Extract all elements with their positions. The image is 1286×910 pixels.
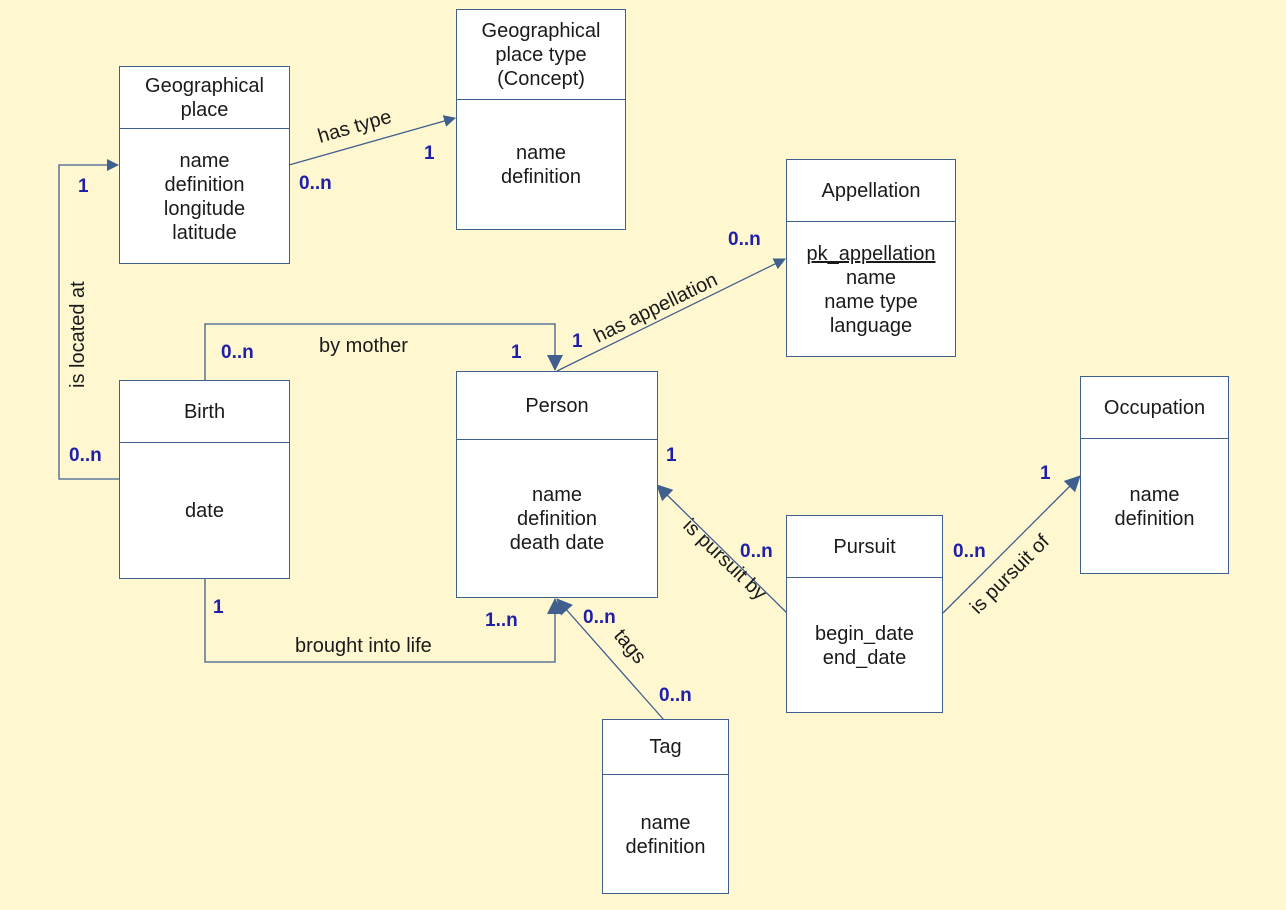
entity-attributes: name definition xyxy=(603,775,728,893)
tags-label: tags xyxy=(609,625,650,668)
entity-header: Birth xyxy=(120,381,289,443)
entity-pursuit[interactable]: Pursuit begin_date end_date xyxy=(786,515,943,713)
entity-title: Birth xyxy=(183,400,226,423)
entity-title: Occupation xyxy=(1103,396,1206,419)
attribute: definition xyxy=(516,508,598,530)
attribute: definition xyxy=(1114,508,1195,530)
is-pursuit-of-from-card: 0..n xyxy=(953,541,986,562)
attribute: definition xyxy=(164,174,245,196)
tags-to-card: 0..n xyxy=(583,607,616,628)
attribute: end_date xyxy=(822,647,907,669)
attribute: longitude xyxy=(163,198,246,220)
brought-into-life-to-card: 1..n xyxy=(485,610,518,631)
entity-header: Appellation xyxy=(787,160,955,222)
attribute: date xyxy=(185,499,224,522)
has-type-label: has type xyxy=(315,106,394,148)
entity-header: Tag xyxy=(603,720,728,775)
brought-into-life-label: brought into life xyxy=(295,635,432,657)
entity-tag[interactable]: Tag name definition xyxy=(602,719,729,894)
entity-attributes: name definition xyxy=(1081,439,1228,573)
is-pursuit-of-connector xyxy=(942,475,1081,614)
attribute: name xyxy=(179,150,230,172)
has-appellation-to-card: 0..n xyxy=(728,229,761,250)
tags-from-card: 0..n xyxy=(659,685,692,706)
is-pursuit-of-to-card: 1 xyxy=(1040,463,1051,484)
attribute: definition xyxy=(625,836,706,858)
entity-attributes: name definition death date xyxy=(457,440,657,597)
by-mother-to-card: 1 xyxy=(511,342,522,363)
attribute: language xyxy=(829,315,913,337)
brought-into-life-from-card: 1 xyxy=(213,597,224,618)
entity-title: Pursuit xyxy=(833,535,896,558)
entity-geographical-place[interactable]: Geographical place name definition longi… xyxy=(119,66,290,264)
primary-key-attribute: pk_appellation xyxy=(806,243,936,265)
attribute: begin_date xyxy=(815,623,914,645)
has-appellation-label: has appellation xyxy=(591,269,722,348)
entity-title: Person xyxy=(525,394,589,417)
has-appellation-from-card: 1 xyxy=(572,331,583,352)
entity-title: Tag xyxy=(649,736,682,758)
tags-connector xyxy=(556,598,665,721)
has-type-from-card: 0..n xyxy=(299,173,332,194)
by-mother-label: by mother xyxy=(319,335,408,357)
attribute: name xyxy=(845,267,897,289)
attribute: name xyxy=(640,812,691,834)
attribute: definition xyxy=(500,166,582,188)
entity-geographical-place-type[interactable]: Geographical place type (Concept) name d… xyxy=(456,9,626,230)
is-pursuit-by-from-card: 0..n xyxy=(740,541,773,562)
by-mother-connector xyxy=(204,323,563,380)
entity-attributes: date xyxy=(120,443,289,578)
entity-person[interactable]: Person name definition death date xyxy=(456,371,658,598)
entity-appellation[interactable]: Appellation pk_appellation name name typ… xyxy=(786,159,956,357)
entity-attributes: name definition xyxy=(457,100,625,229)
brought-into-life-connector xyxy=(204,578,563,663)
is-pursuit-by-to-card: 1 xyxy=(666,445,677,466)
is-located-at-label: is located at xyxy=(67,281,89,388)
is-located-at-to-card: 1 xyxy=(78,176,89,197)
has-type-to-card: 1 xyxy=(424,143,435,164)
is-pursuit-by-connector xyxy=(656,484,788,614)
entity-title-line: Geographical xyxy=(145,74,264,97)
entity-title-line: place xyxy=(180,98,229,121)
attribute: name type xyxy=(824,291,918,313)
has-appellation-connector xyxy=(556,258,786,372)
entity-title: Appellation xyxy=(821,179,921,202)
by-mother-from-card: 0..n xyxy=(221,342,254,363)
is-located-at-from-card: 0..n xyxy=(69,445,102,466)
attribute: death date xyxy=(509,532,605,554)
entity-header: Geographical place xyxy=(120,67,289,129)
attribute: latitude xyxy=(172,222,237,244)
entity-title-line: Geographical xyxy=(481,19,601,42)
entity-header: Pursuit xyxy=(787,516,942,578)
entity-header: Person xyxy=(457,372,657,440)
attribute: name xyxy=(1129,484,1180,506)
has-type-connector xyxy=(288,115,456,166)
entity-title-line: place type xyxy=(495,43,587,66)
entity-attributes: pk_appellation name name type language xyxy=(787,222,955,356)
entity-occupation[interactable]: Occupation name definition xyxy=(1080,376,1229,574)
entity-attributes: begin_date end_date xyxy=(787,578,942,712)
entity-header: Occupation xyxy=(1081,377,1228,439)
attribute: name xyxy=(515,142,567,164)
is-located-at-connector xyxy=(58,159,120,480)
entity-title-line: (Concept) xyxy=(497,67,585,90)
entity-header: Geographical place type (Concept) xyxy=(457,10,625,100)
attribute: name xyxy=(531,484,583,506)
entity-birth[interactable]: Birth date xyxy=(119,380,290,579)
entity-attributes: name definition longitude latitude xyxy=(120,129,289,263)
